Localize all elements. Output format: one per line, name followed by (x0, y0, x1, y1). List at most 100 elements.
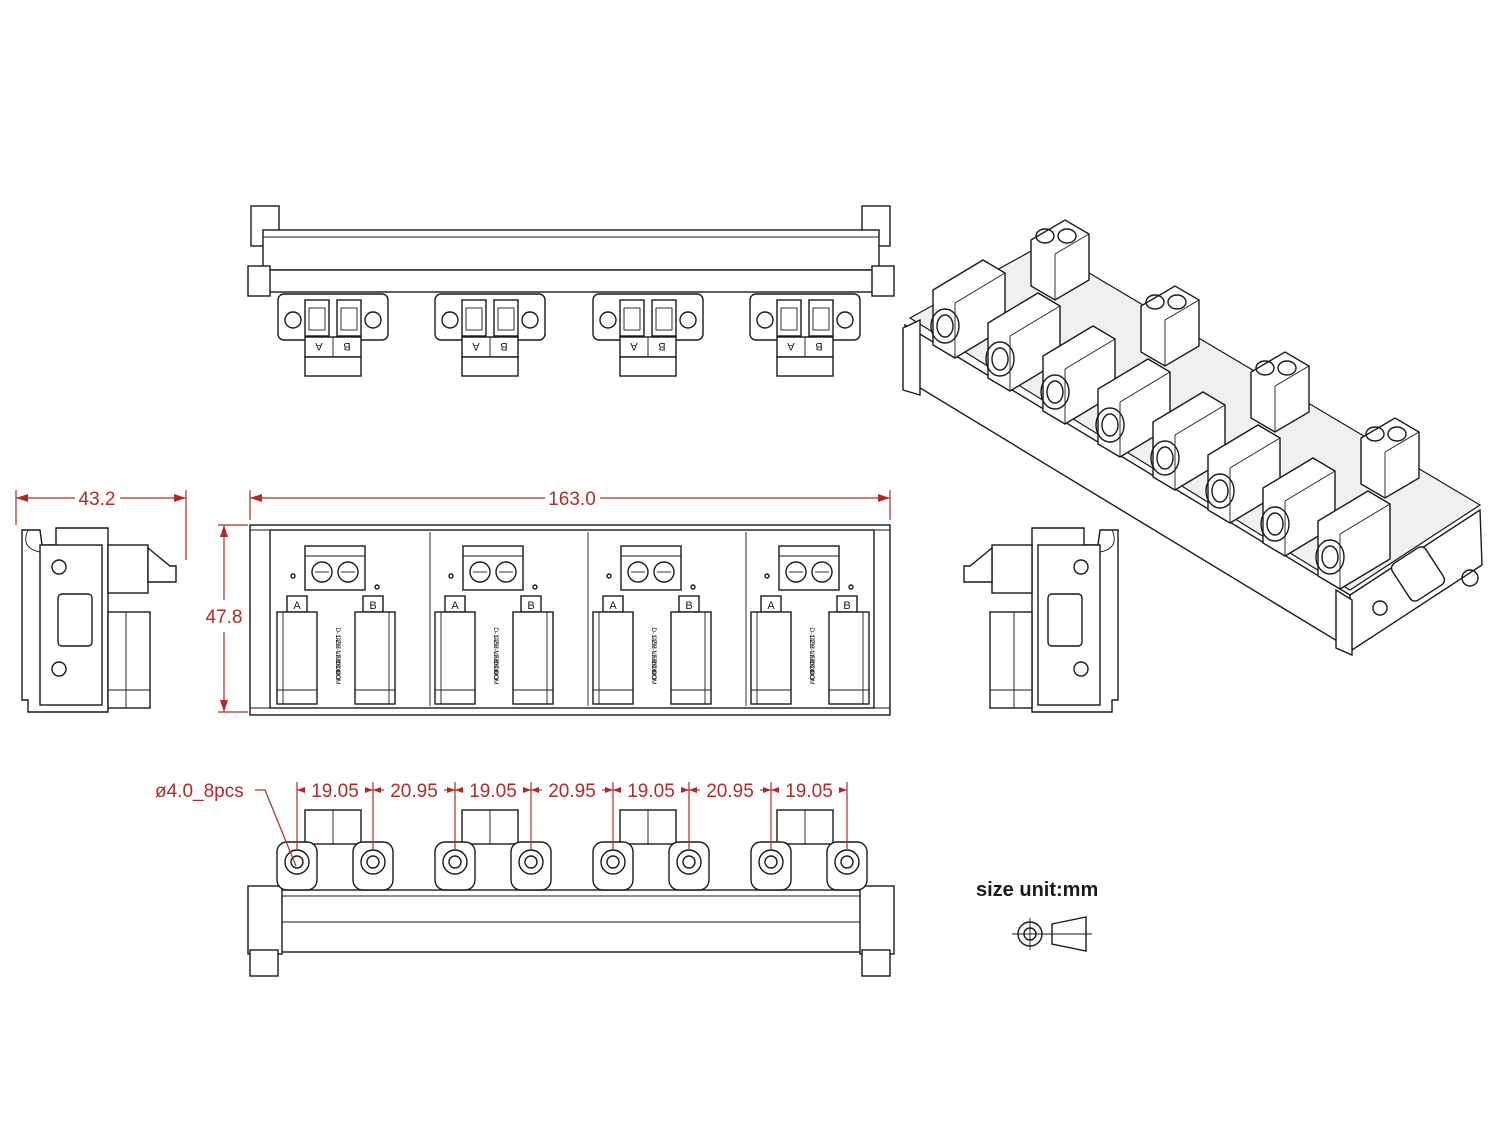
terminal-block (462, 545, 524, 591)
depth-dimension: 43.2 (15, 489, 187, 560)
board-text-line2: D-1452 VER 1.0 (650, 627, 657, 675)
terminal-label-a: A (472, 340, 480, 352)
board-text-line1: CZH-LABS.COM (334, 635, 341, 684)
terminal-block (620, 545, 682, 591)
jack-left (276, 611, 318, 705)
screw-icon (1277, 360, 1297, 376)
hole-spacing-dimensions: 19.05 20.95 19.05 20.95 19.05 20.95 19.05 (296, 781, 848, 850)
arrowhead (605, 787, 613, 793)
iso-jack (1205, 424, 1281, 524)
bottom-connector-top (619, 809, 677, 845)
spacing-label: 20.95 (548, 781, 596, 802)
board-text-line1: CZH-LABS.COM (808, 635, 815, 684)
width-dimension: 163.0 (249, 489, 891, 520)
spacing-label: 19.05 (469, 781, 517, 802)
spacing-label: 19.05 (311, 781, 359, 802)
board-logo: OONO (492, 660, 499, 680)
arrowhead (531, 787, 539, 793)
terminal-label-b: B (500, 340, 507, 352)
projection-symbol-icon (1012, 916, 1092, 952)
mount-hole-icon (521, 311, 539, 329)
bottom-boss (592, 841, 634, 891)
screw-icon (811, 561, 833, 583)
iso-jack (930, 259, 1006, 359)
iso-terminal-block (1140, 285, 1200, 367)
spacing-label: 19.05 (785, 781, 833, 802)
screw-icon (469, 561, 491, 583)
spacing-label: 20.95 (390, 781, 438, 802)
iso-terminal-block (1360, 417, 1420, 499)
arrowhead (689, 787, 697, 793)
arrowhead (681, 787, 689, 793)
screw-icon (1365, 426, 1385, 442)
arrowhead (613, 787, 621, 793)
height-dimension: 47.8 (206, 524, 248, 713)
isometric-view (902, 219, 1483, 657)
board-text-line2: D-1452 VER 1.0 (492, 627, 499, 675)
board-text-line2: D-1452 VER 1.0 (334, 627, 341, 675)
height-dimension-label: 47.8 (206, 607, 243, 628)
bottom-view (247, 809, 895, 977)
mount-hole-icon (441, 311, 459, 329)
arrowhead (839, 787, 847, 793)
iso-terminal-block (1030, 219, 1090, 301)
jack-left (750, 611, 792, 705)
spacing-label: 19.05 (627, 781, 675, 802)
iso-jack (1150, 391, 1226, 491)
jack-left (434, 611, 476, 705)
screw-icon (495, 561, 517, 583)
arrowhead (365, 787, 373, 793)
board-logo: OONO (334, 660, 341, 680)
arrowhead (523, 787, 531, 793)
screw-icon (1387, 426, 1407, 442)
screw-icon (1255, 360, 1275, 376)
bottom-boss (276, 841, 318, 891)
terminal-label-a: A (315, 340, 323, 352)
terminal-label-b: B (343, 340, 350, 352)
iso-jack (1040, 325, 1116, 425)
board-logo: OONO (808, 660, 815, 680)
bottom-boss (510, 841, 552, 891)
mount-hole-icon (756, 311, 774, 329)
front-label-b: B (527, 600, 534, 612)
screw-icon (653, 561, 675, 583)
arrowhead (447, 787, 455, 793)
screw-icon (311, 561, 333, 583)
terminal-block (778, 545, 840, 591)
front-label-b: B (685, 600, 692, 612)
front-label-b: B (843, 600, 850, 612)
front-label-a: A (767, 600, 775, 612)
mount-hole-icon (599, 311, 617, 329)
terminal-label-a: A (787, 340, 795, 352)
screw-icon (627, 561, 649, 583)
bottom-connector-top (776, 809, 834, 845)
mount-hole-icon (836, 311, 854, 329)
jack-right (354, 611, 396, 705)
arrowhead (297, 787, 305, 793)
board-logo: OONO (650, 660, 657, 680)
depth-dimension-label: 43.2 (79, 489, 116, 510)
screw-icon (785, 561, 807, 583)
arrowhead (771, 787, 779, 793)
terminal-label-b: B (815, 340, 822, 352)
spacing-label: 20.95 (706, 781, 754, 802)
terminal-label-a: A (630, 340, 638, 352)
iso-jack (1095, 358, 1171, 458)
terminal-block (304, 545, 366, 591)
hole-note: ø4.0_8pcs (155, 781, 297, 867)
arrowhead (455, 787, 463, 793)
mount-hole-icon (284, 311, 302, 329)
front-label-a: A (609, 600, 617, 612)
screw-icon (1167, 294, 1187, 310)
board-text-line1: CZH-LABS.COM (650, 635, 657, 684)
mount-hole-icon (679, 311, 697, 329)
